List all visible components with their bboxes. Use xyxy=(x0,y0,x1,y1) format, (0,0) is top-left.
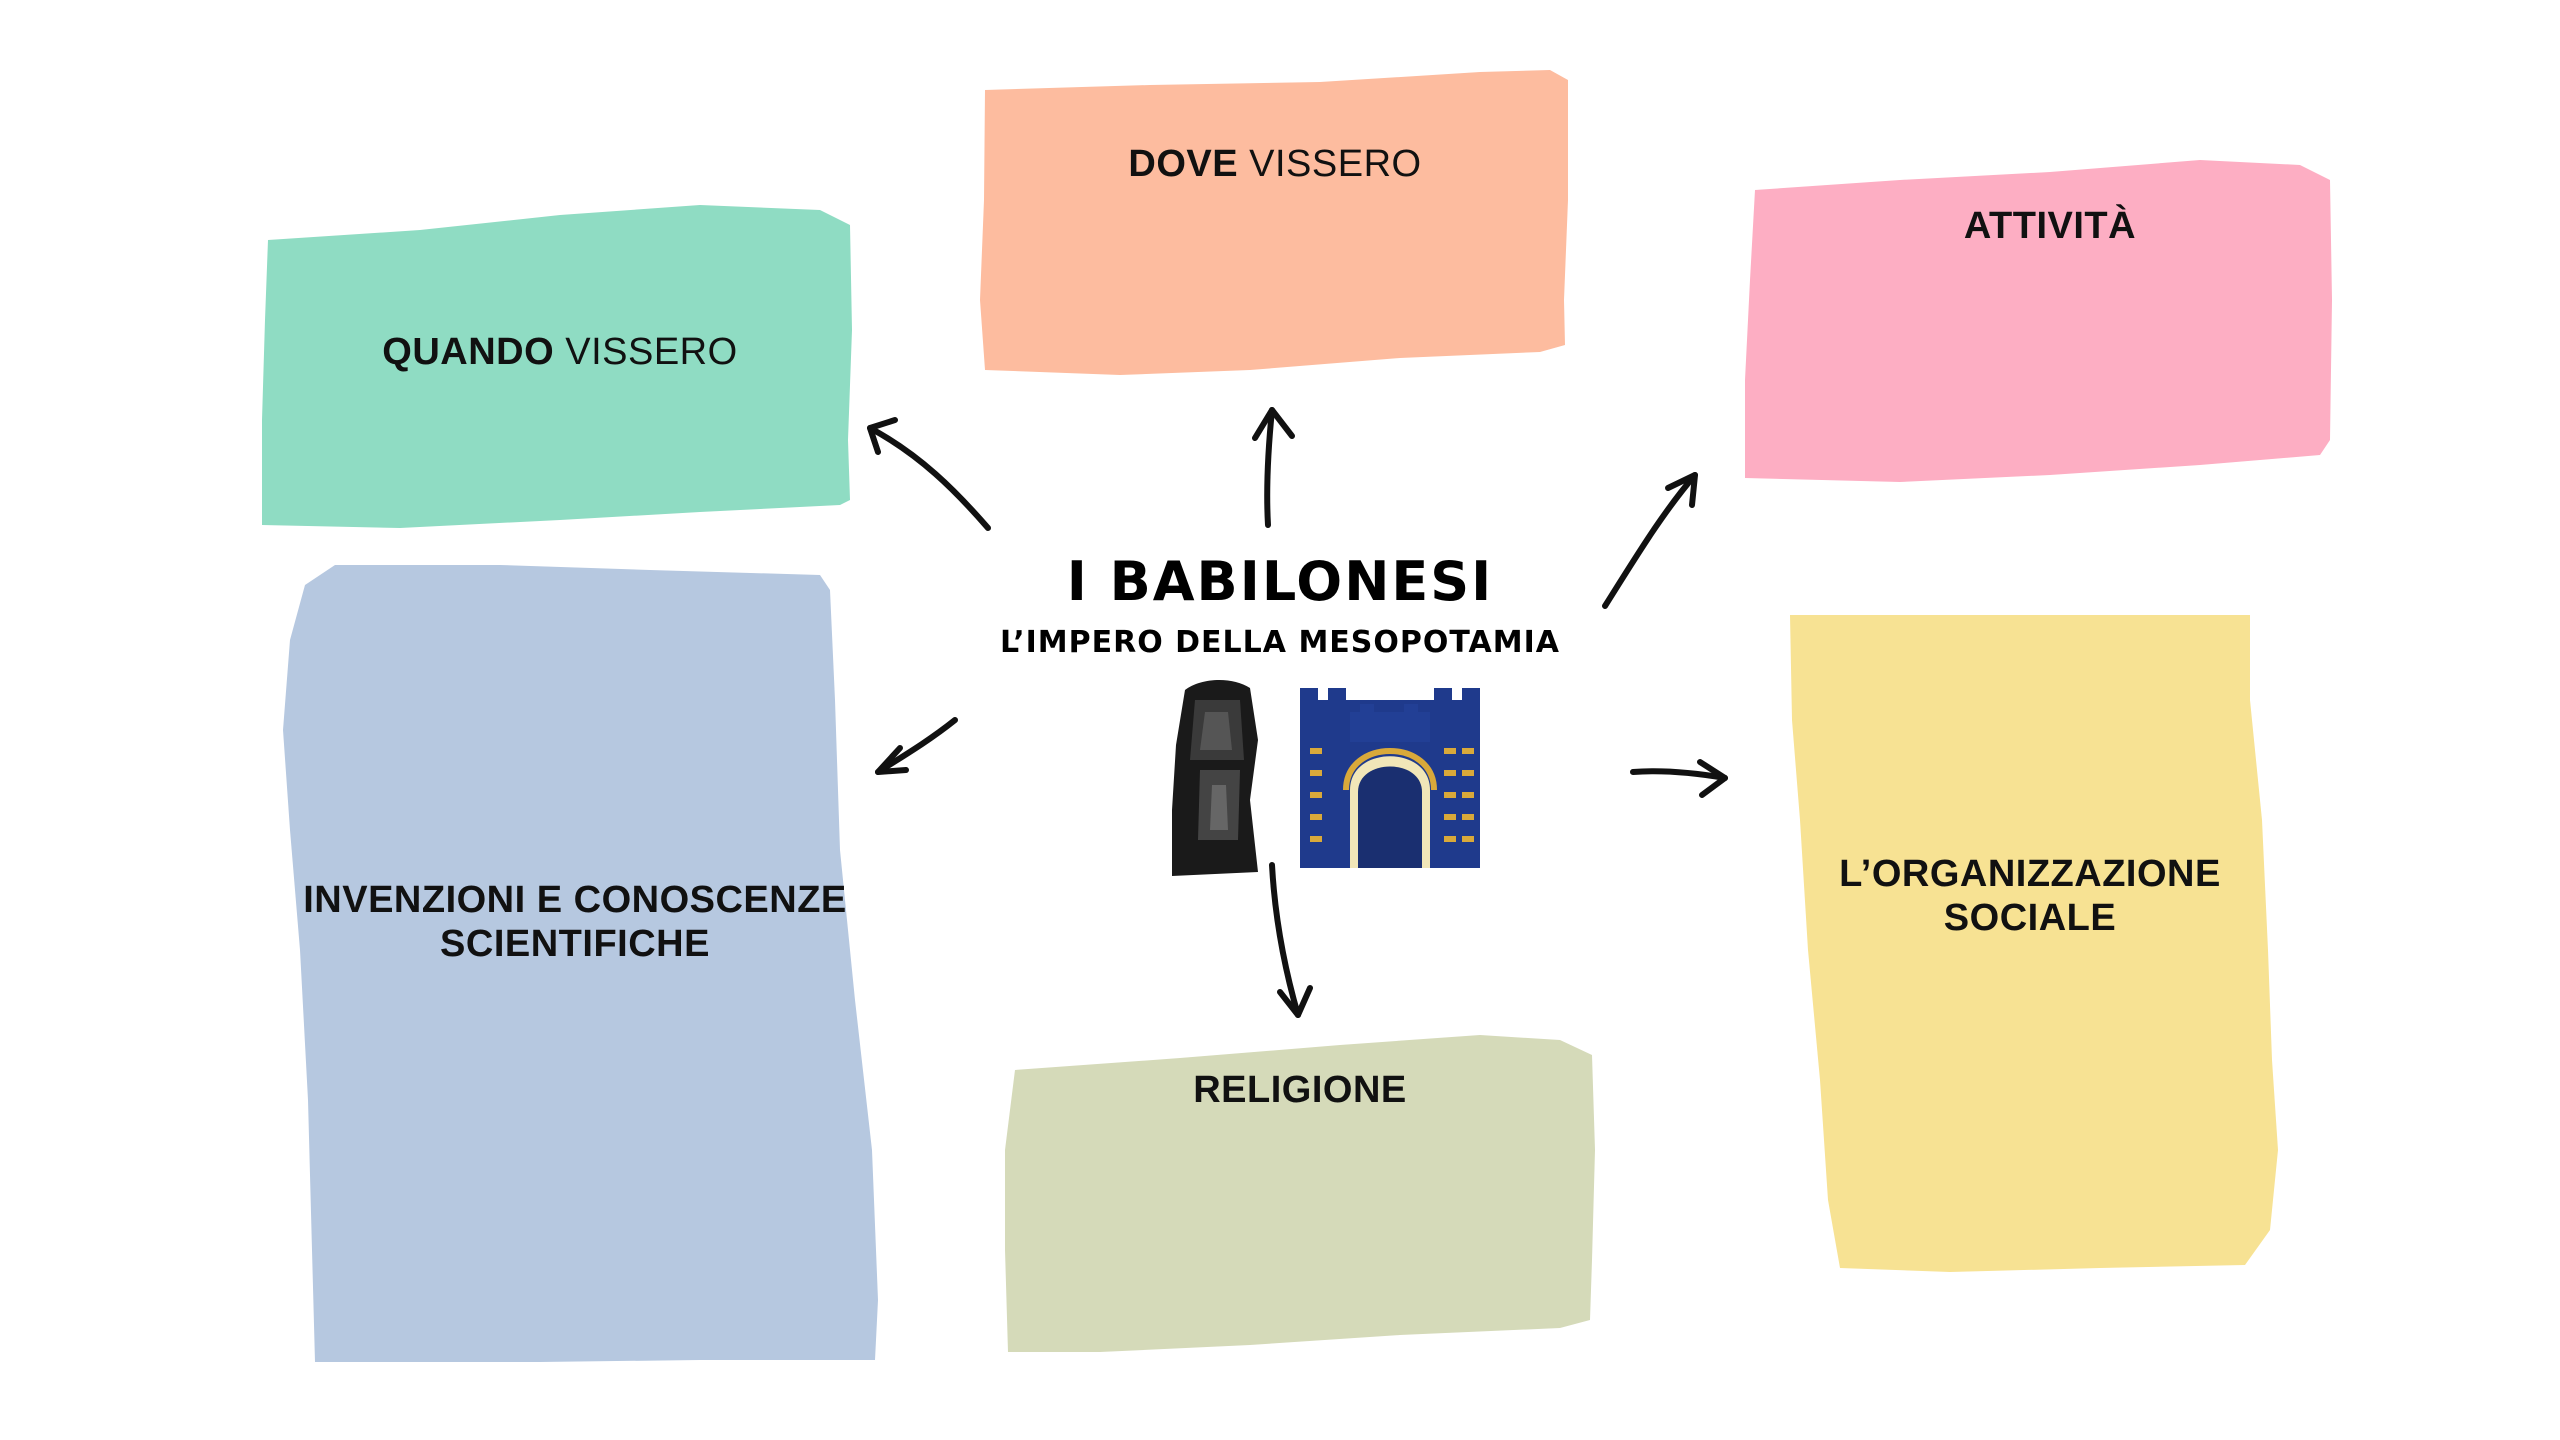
arrow-to-organizzazione-head xyxy=(1697,759,1728,798)
label-attivita: ATTIVITÀ xyxy=(1800,204,2300,248)
center-title: I BABILONESI xyxy=(1066,550,1494,613)
arrow-to-organizzazione xyxy=(1630,768,1728,781)
arrow-to-religione xyxy=(1269,862,1301,1018)
arrow-to-religione-head xyxy=(1277,985,1313,1018)
label-dove-bold: DOVE xyxy=(1128,143,1239,185)
label-organizzazione: L’ORGANIZZAZIONE SOCIALE xyxy=(1810,852,2250,940)
label-organizzazione-line1: L’ORGANIZZAZIONE xyxy=(1839,853,2221,895)
label-dove-vissero: DOVE VISSERO xyxy=(1010,142,1540,186)
arrow-to-invenzioni-head xyxy=(875,745,909,775)
label-attivita-text: ATTIVITÀ xyxy=(1963,205,2137,247)
label-quando-vissero: QUANDO VISSERO xyxy=(300,330,820,374)
label-dove-rest: VISSERO xyxy=(1238,143,1422,185)
arrow-to-dove-head xyxy=(1252,407,1295,441)
arrow-to-quando-head xyxy=(867,417,898,455)
arrow-to-invenzioni xyxy=(875,717,958,775)
label-invenzioni-line2: SCIENTIFICHE xyxy=(440,923,710,965)
label-organizzazione-line2: SOCIALE xyxy=(1943,897,2117,939)
arrow-to-attivita xyxy=(1602,472,1698,609)
box-attivita xyxy=(1745,160,2332,482)
ishtar-gate-icon xyxy=(1300,688,1480,868)
stele-icon xyxy=(1172,679,1258,876)
box-quando-vissero xyxy=(262,205,852,528)
arrow-to-attivita-head xyxy=(1665,472,1698,508)
arrow-to-dove xyxy=(1264,407,1275,528)
box-religione xyxy=(1005,1035,1595,1352)
box-organizzazione xyxy=(1790,615,2278,1272)
label-quando-rest: VISSERO xyxy=(554,331,738,373)
label-quando-bold: QUANDO xyxy=(382,331,555,373)
label-invenzioni-line1: INVENZIONI E CONOSCENZE xyxy=(303,879,847,921)
arrow-to-quando xyxy=(867,425,991,531)
box-invenzioni xyxy=(283,565,878,1362)
label-religione-text: RELIGIONE xyxy=(1193,1069,1407,1111)
label-invenzioni: INVENZIONI E CONOSCENZE SCIENTIFICHE xyxy=(280,878,870,966)
center-subtitle: L’IMPERO DELLA MESOPOTAMIA xyxy=(1000,625,1560,660)
box-dove-vissero xyxy=(980,70,1568,375)
label-religione: RELIGIONE xyxy=(1040,1068,1560,1112)
